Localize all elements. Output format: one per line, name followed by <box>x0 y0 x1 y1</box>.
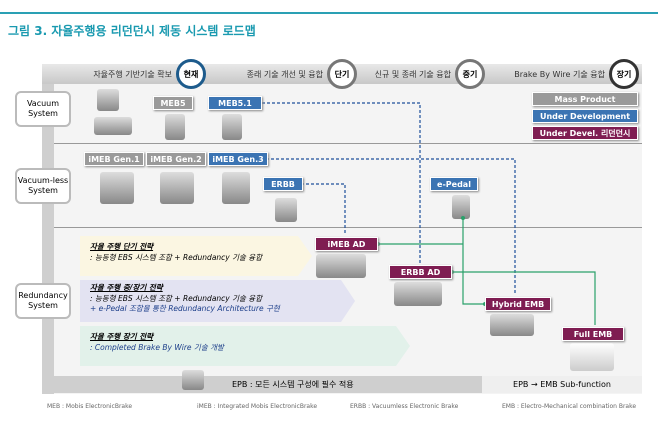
product-image <box>570 343 614 371</box>
phase-circle-long: 장기 <box>609 59 639 89</box>
strategy-title: 자율 주행 중/장기 전략 <box>90 283 163 292</box>
product-image <box>490 314 534 336</box>
product-imeb-gen3: iMEB Gen.3 <box>208 152 268 166</box>
footnote: EMB : Electro-Mechanical combination Bra… <box>502 403 637 410</box>
product-hybrid-emb: Hybrid EMB <box>485 297 551 311</box>
product-full-emb: Full EMB <box>562 327 624 341</box>
legend-mass-product: Mass Product <box>532 92 638 106</box>
product-image <box>452 195 470 219</box>
product-image <box>222 172 250 204</box>
legend-under-development: Under Development <box>532 109 638 123</box>
product-image <box>94 117 132 135</box>
product-imeb-gen2: iMEB Gen.2 <box>146 152 206 166</box>
strategy-line: : 능동형 EBS 시스템 조합 + Redundancy 기술 융합 <box>90 252 263 262</box>
phase-circle-short: 단기 <box>327 59 357 89</box>
row-label-vacuumless: Vacuum-less System <box>15 168 71 204</box>
strategy-line: + e-Pedal 조합을 통한 Redundancy Architecture… <box>90 304 280 313</box>
phase-desc: Brake By Wire 기술 융합 <box>514 70 605 79</box>
strategy-long-term: 자율 주행 장기 전략 : Completed Brake By Wire 기술… <box>80 326 410 366</box>
top-rule <box>0 12 658 14</box>
footnote: iMEB : Integrated Mobis ElectronicBrake <box>197 403 318 410</box>
product-image <box>316 254 366 278</box>
footnote: ERBB : Vacuumless Electronic Brake <box>350 403 459 410</box>
phase-circle-now: 현재 <box>176 59 206 89</box>
product-erbb: ERBB <box>263 177 303 191</box>
product-image <box>275 198 297 222</box>
product-imeb-gen1: iMEB Gen.1 <box>84 152 144 166</box>
strategy-title: 자율 주행 단기 전략 <box>90 242 154 251</box>
product-image <box>222 114 242 140</box>
product-erbb-ad: ERBB AD <box>389 265 452 279</box>
product-image <box>100 172 134 204</box>
strategy-line: : 능동형 EBS 시스템 조합 + Redundancy 기술 융합 <box>90 293 263 303</box>
phase-circle-mid: 중기 <box>455 59 485 89</box>
footnote: MEB : Mobis ElectronicBrake <box>47 403 133 410</box>
epb-emb-label: EPB → EMB Sub-function <box>513 380 611 389</box>
product-image <box>394 282 442 306</box>
figure-title: 그림 3. 자율주행용 리던던시 제동 시스템 로드맵 <box>8 24 256 38</box>
phase-desc: 자율주행 기반기술 확보 <box>93 70 172 79</box>
product-imeb-ad: iMEB AD <box>315 237 378 251</box>
row-label-vacuum: Vacuum System <box>15 91 71 127</box>
strategy-title: 자율 주행 장기 전략 <box>90 332 154 341</box>
product-image <box>165 114 185 140</box>
row-divider <box>54 143 642 144</box>
epb-bar: EPB : 모든 시스템 구성에 필수 적용 <box>42 376 482 393</box>
epb-emb-bar: EPB → EMB Sub-function <box>482 376 642 393</box>
product-epedal: e-Pedal <box>430 177 478 191</box>
epb-image <box>182 370 204 390</box>
product-meb51: MEB5.1 <box>208 96 262 110</box>
row-label-redundancy: Redundancy System <box>15 283 71 319</box>
phase-desc: 신규 및 종래 기술 융합 <box>374 70 451 79</box>
strategy-mid-long-term: 자율 주행 중/장기 전략 : 능동형 EBS 시스템 조합 + Redunda… <box>80 280 355 322</box>
legend-redundancy: Under Devel. 리던던시 <box>532 126 638 140</box>
strategy-short-term: 자율 주행 단기 전략 : 능동형 EBS 시스템 조합 + Redundanc… <box>80 236 312 276</box>
product-image <box>160 172 194 204</box>
product-meb5: MEB5 <box>153 96 193 110</box>
strategy-line: : Completed Brake By Wire 기술 개발 <box>90 342 224 352</box>
phase-desc: 종래 기술 개선 및 융합 <box>246 70 323 79</box>
epb-label: EPB : 모든 시스템 구성에 필수 적용 <box>232 380 354 389</box>
product-image <box>97 89 119 111</box>
row-divider <box>54 227 642 228</box>
